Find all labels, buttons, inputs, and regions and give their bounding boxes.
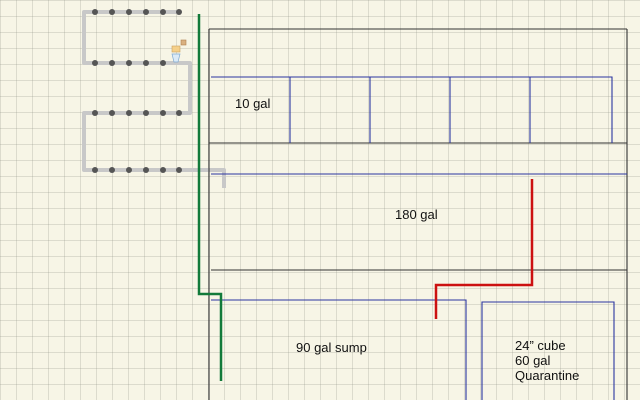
led-dot (160, 60, 166, 66)
led-dot (92, 110, 98, 116)
stand-frame (208, 28, 628, 400)
led-dot (176, 9, 182, 15)
led-dot (92, 167, 98, 173)
led-dots (92, 9, 182, 173)
quarantine-label-line: Quarantine (515, 368, 580, 383)
led-dot (126, 167, 132, 173)
led-dot (109, 9, 115, 15)
led-light-bar (82, 9, 226, 188)
led-dot (176, 110, 182, 116)
led-dot (126, 60, 132, 66)
sump-90-gal-outline (211, 299, 467, 400)
quarantine-label-line: 60 gal (515, 353, 551, 368)
tank-row-10-gal (211, 76, 613, 143)
led-dot (109, 110, 115, 116)
led-dot (176, 167, 182, 173)
led-dot (143, 60, 149, 66)
led-dot (143, 167, 149, 173)
light-bar-path (82, 10, 226, 188)
drain-line (434, 179, 534, 319)
led-dot (109, 167, 115, 173)
return-line (197, 14, 223, 381)
led-dot (160, 110, 166, 116)
quarantine-tank-outline (481, 301, 615, 400)
led-dot (160, 9, 166, 15)
sump-90-gal-label: 90 gal sump (296, 340, 367, 355)
led-dot (126, 9, 132, 15)
led-dot (160, 167, 166, 173)
light-fixture-icon (171, 39, 187, 63)
quarantine-tank-label: 24” cube 60 gal Quarantine (515, 338, 579, 383)
quarantine-label-line: 24” cube (515, 338, 566, 353)
led-dot (109, 60, 115, 66)
led-dot (92, 60, 98, 66)
tank-180-gal-label: 180 gal (395, 207, 438, 222)
led-dot (143, 110, 149, 116)
led-dot (143, 9, 149, 15)
led-dot (126, 110, 132, 116)
led-dot (92, 9, 98, 15)
tank-10-gal-label: 10 gal (235, 96, 271, 111)
